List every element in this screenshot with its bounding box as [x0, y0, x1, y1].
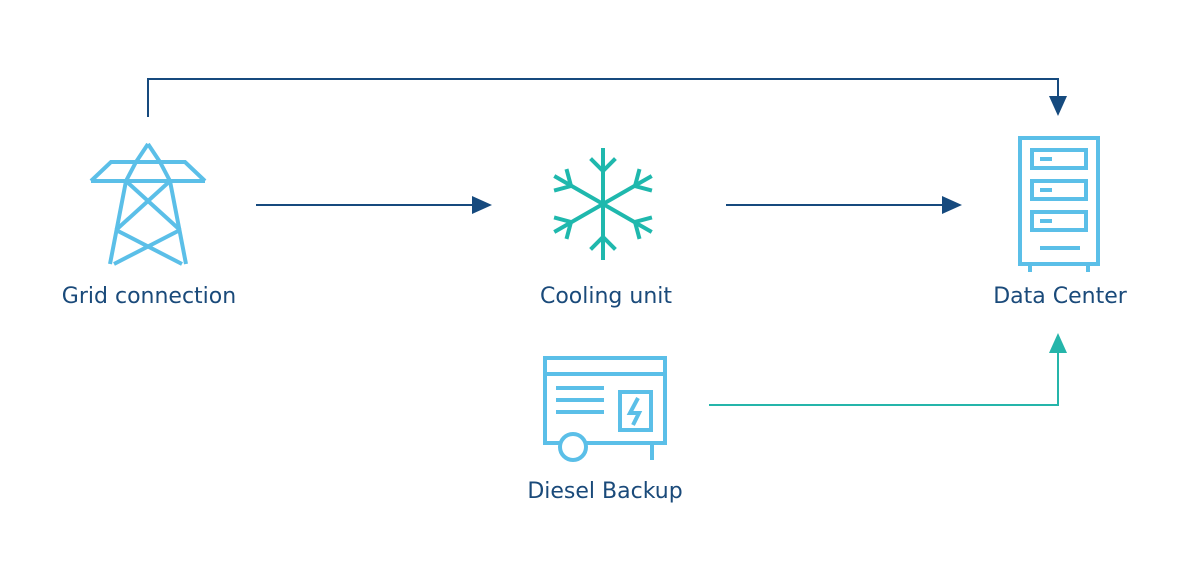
grid-connection-label: Grid connection [61, 284, 237, 309]
data-center-label: Data Center [993, 284, 1127, 309]
server-rack-icon [1018, 136, 1100, 272]
generator-icon [543, 356, 667, 462]
edge-diesel-to-datacenter [709, 333, 1067, 406]
edge-grid-to-datacenter [147, 78, 1067, 117]
cooling-unit-label: Cooling unit [539, 284, 673, 309]
edge-cooling-to-datacenter [726, 196, 962, 214]
transmission-tower-icon [89, 142, 207, 266]
edge-grid-to-cooling [256, 196, 492, 214]
snowflake-icon [553, 148, 653, 260]
diesel-backup-label: Diesel Backup [527, 479, 683, 504]
